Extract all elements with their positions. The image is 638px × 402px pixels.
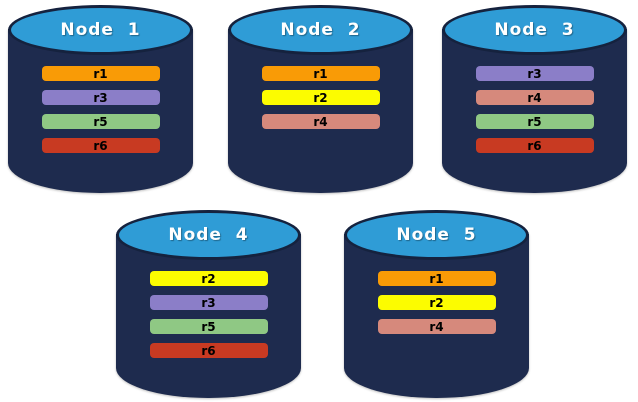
replica-bar-r5: r5 bbox=[475, 114, 594, 129]
cylinder-top-ellipse: Node 2 bbox=[228, 5, 413, 55]
replica-list: r2 r3 r5 r6 bbox=[116, 271, 301, 358]
replica-bar-r6: r6 bbox=[475, 138, 594, 153]
database-node-4: Node 4 r2 r3 r5 r6 bbox=[116, 210, 301, 398]
cylinder-body bbox=[228, 29, 413, 193]
cylinder-top-ellipse: Node 1 bbox=[8, 5, 193, 55]
node-title: Node 4 bbox=[168, 225, 249, 245]
replica-bar-r3: r3 bbox=[475, 66, 594, 81]
replica-bar-r3: r3 bbox=[41, 90, 160, 105]
replica-bar-r3: r3 bbox=[149, 295, 268, 310]
replica-bar-r4: r4 bbox=[475, 90, 594, 105]
replica-bar-r4: r4 bbox=[377, 319, 496, 334]
node-title: Node 2 bbox=[280, 20, 361, 40]
replica-bar-r1: r1 bbox=[41, 66, 160, 81]
database-node-5: Node 5 r1 r2 r4 bbox=[344, 210, 529, 398]
replica-list: r1 r2 r4 bbox=[228, 66, 413, 129]
node-title: Node 3 bbox=[494, 20, 575, 40]
replica-bar-r4: r4 bbox=[261, 114, 380, 129]
replica-list: r3 r4 r5 r6 bbox=[442, 66, 627, 153]
replica-bar-r6: r6 bbox=[149, 343, 268, 358]
replica-list: r1 r3 r5 r6 bbox=[8, 66, 193, 153]
cylinder-body bbox=[442, 29, 627, 193]
replica-bar-r1: r1 bbox=[261, 66, 380, 81]
replica-bar-r2: r2 bbox=[377, 295, 496, 310]
cylinder-top-ellipse: Node 4 bbox=[116, 210, 301, 260]
database-node-1: Node 1 r1 r3 r5 r6 bbox=[8, 5, 193, 193]
database-node-3: Node 3 r3 r4 r5 r6 bbox=[442, 5, 627, 193]
replica-bar-r5: r5 bbox=[41, 114, 160, 129]
replica-bar-r2: r2 bbox=[149, 271, 268, 286]
cylinder-top-ellipse: Node 5 bbox=[344, 210, 529, 260]
replica-bar-r6: r6 bbox=[41, 138, 160, 153]
cylinder-body bbox=[344, 234, 529, 398]
replica-bar-r2: r2 bbox=[261, 90, 380, 105]
cylinder-body bbox=[8, 29, 193, 193]
node-title: Node 5 bbox=[396, 225, 477, 245]
cylinder-body bbox=[116, 234, 301, 398]
replica-bar-r1: r1 bbox=[377, 271, 496, 286]
cylinder-top-ellipse: Node 3 bbox=[442, 5, 627, 55]
node-title: Node 1 bbox=[60, 20, 141, 40]
replica-list: r1 r2 r4 bbox=[344, 271, 529, 334]
replica-bar-r5: r5 bbox=[149, 319, 268, 334]
database-node-2: Node 2 r1 r2 r4 bbox=[228, 5, 413, 193]
